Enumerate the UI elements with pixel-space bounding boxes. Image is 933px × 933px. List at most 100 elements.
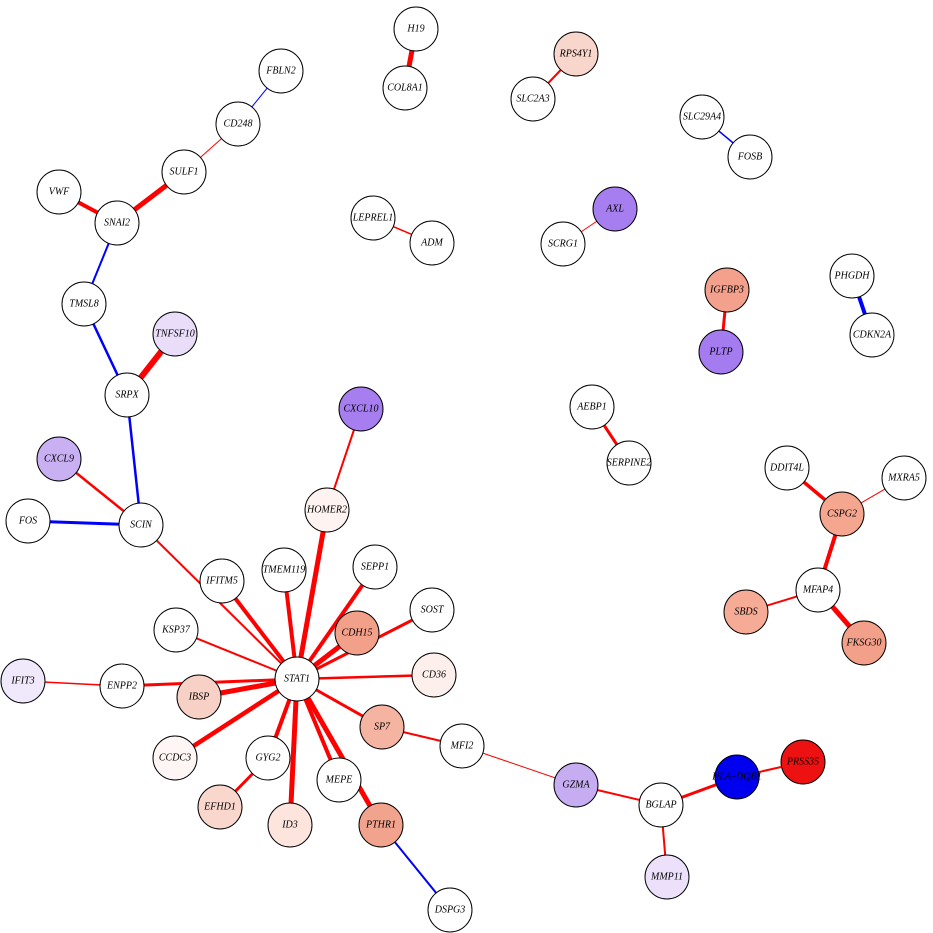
node-mfi2: MFI2 [439,723,485,769]
node-label: IGFBP3 [709,285,744,296]
node-h19: H19 [393,6,439,52]
node-circle [411,652,457,698]
node-label: AEBP1 [576,402,606,413]
node-label: FBLN2 [265,66,295,77]
node-circle [723,589,769,635]
node-cspg2: CSPG2 [819,491,865,537]
node-circle [36,436,82,482]
node-label: DDIT4L [769,463,804,474]
node-gyg2: GYG2 [245,735,291,781]
edge-cd36-stat1 [296,673,435,681]
node-circle [152,311,198,357]
node-label: KSP37 [161,625,191,636]
node-circle [99,663,145,709]
node-label: SULF1 [170,167,199,178]
node-label: MMP11 [650,872,683,883]
node-label: IFITM5 [205,576,238,587]
node-circle [727,134,773,180]
node-mepe: MEPE [316,757,362,803]
node-circle [359,704,405,750]
node-slc2a3: SLC2A3 [510,76,556,122]
node-circle [829,253,875,299]
node-label: HLA–DQB1 [711,772,761,783]
node-label: H19 [406,24,424,35]
node-label: MFAP4 [802,585,833,596]
node-circle [780,739,826,785]
edge-homer2-stat1 [294,509,330,680]
node-circle [553,762,599,808]
node-prss35: PRSS35 [780,739,826,785]
node-mxra5: MXRA5 [881,455,927,501]
node-label: SNAI2 [104,218,130,229]
node-label: IBSP [188,692,210,703]
node-label: CXCL9 [44,454,74,465]
node-axl: AXL [592,186,638,232]
edge-id3-stat1 [287,678,300,826]
node-label: HOMER2 [306,505,347,516]
node-leprel1: LEPREL1 [350,195,396,241]
node-label: SLC29A4 [683,112,721,123]
node-label: ID3 [281,820,298,831]
node-scin: SCIN [118,502,164,548]
node-circle [841,620,887,666]
node-label: GZMA [562,780,590,791]
node-id3: ID3 [267,802,313,848]
node-label: COL8A1 [387,83,423,94]
node-bglap: BGLAP [638,782,684,828]
node-label: SOST [421,605,445,616]
node-cdkn2a: CDKN2A [849,312,895,358]
node-circle [338,386,384,432]
node-label: AXL [605,204,624,215]
node-mmp11: MMP11 [644,854,690,900]
node-label: MEPE [325,775,353,786]
node-slc29a4: SLC29A4 [679,94,725,140]
node-label: SERPINE2 [607,458,651,469]
node-circle [679,94,725,140]
node-label: EFHD1 [203,802,236,813]
node-aebp1: AEBP1 [569,384,615,430]
node-circle [698,329,744,375]
node-tnfsf10: TNFSF10 [152,311,198,357]
node-label: BGLAP [645,800,676,811]
node-label: MFI2 [450,741,474,752]
edge-sepp1-stat1 [295,565,377,681]
node-fksg30: FKSG30 [841,620,887,666]
node-circle [819,491,865,537]
node-homer2: HOMER2 [304,487,350,533]
node-col8a1: COL8A1 [382,65,428,111]
node-cd36: CD36 [411,652,457,698]
node-circle [553,31,599,77]
node-snai2: SNAI2 [94,200,140,246]
node-circle [152,735,198,781]
node-label: SBDS [734,607,757,618]
node-circle [104,372,150,418]
node-pthr1: PTHR1 [358,802,404,848]
node-enpp2: ENPP2 [99,663,145,709]
node-sbds: SBDS [723,589,769,635]
node-circle [849,312,895,358]
node-ddit4l: DDIT4L [764,445,810,491]
node-circle [764,445,810,491]
node-cxcl9: CXCL9 [36,436,82,482]
node-circle [153,607,199,653]
node-rps4y1: RPS4Y1 [553,31,599,77]
node-scrg1: SCRG1 [540,221,586,267]
node-label: SRPX [115,390,139,401]
node-label: IFIT3 [10,676,34,687]
node-circle [592,186,638,232]
node-label: MXRA5 [887,473,920,484]
node-label: SP7 [374,722,391,733]
node-stat1: STAT1 [274,656,320,702]
node-circle [427,887,473,933]
node-igfbp3: IGFBP3 [704,267,750,313]
node-circle [393,6,439,52]
node-srpx: SRPX [104,372,150,418]
node-circle [36,169,82,215]
node-label: TMSL8 [69,299,98,310]
node-ccdc3: CCDC3 [152,735,198,781]
node-label: RPS4Y1 [559,49,593,60]
node-ksp37: KSP37 [153,607,199,653]
node-label: PHGDH [834,271,871,282]
node-adm: ADM [409,220,455,266]
